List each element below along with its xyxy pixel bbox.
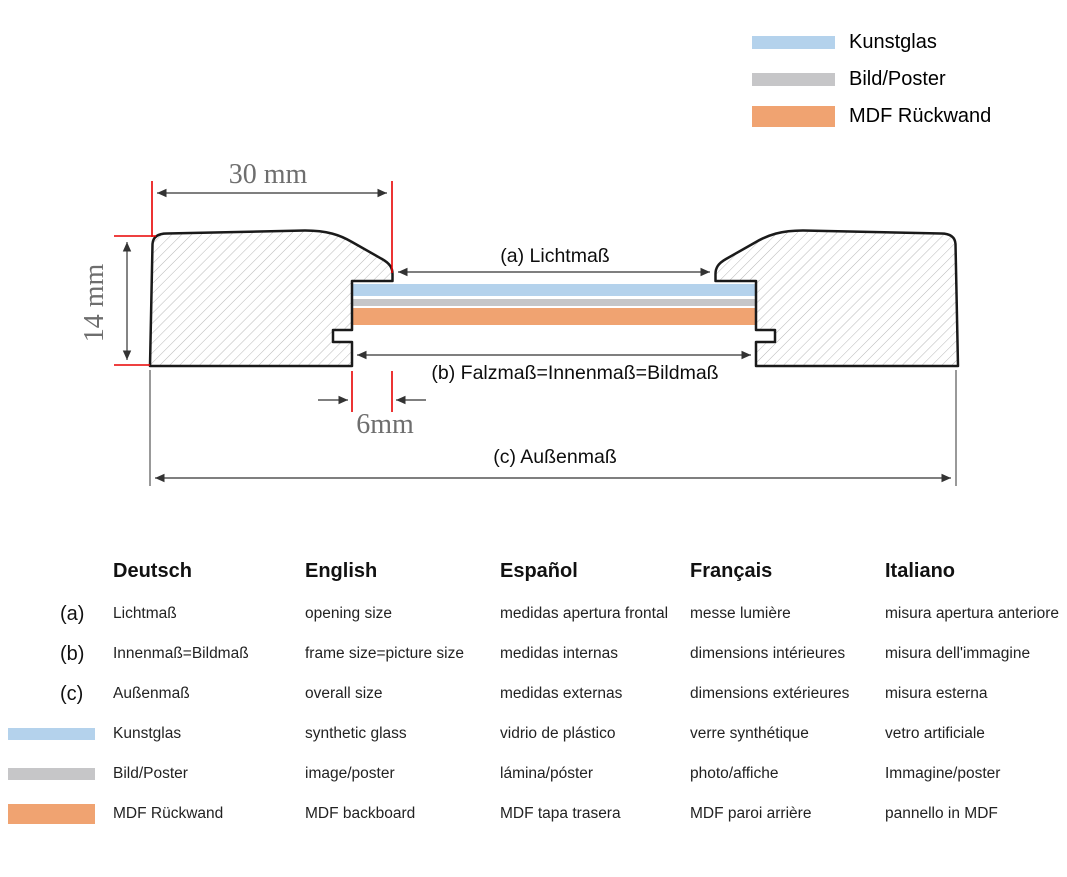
dim-6mm-label: 6mm (356, 409, 414, 440)
row-key-b: (b) (60, 642, 85, 665)
cell-fr: messe lumière (690, 605, 791, 622)
cell-it: pannello in MDF (885, 805, 998, 822)
table-header-row: Deutsch English Español Français Italian… (0, 548, 1067, 594)
cell-it: Immagine/poster (885, 765, 1001, 782)
falzmass-label: (b) Falzmaß=Innenmaß=Bildmaß (431, 362, 719, 384)
frame-cross-section-diagram (114, 181, 960, 486)
legend-label: Kunstglas (849, 30, 937, 53)
legend-item-bild-poster: Bild/Poster (752, 67, 991, 91)
legend-item-mdf: MDF Rückwand (752, 104, 991, 128)
column-header-italiano: Italiano (885, 559, 956, 582)
table-row: Bild/Poster image/poster lámina/póster p… (0, 754, 1067, 794)
kunstglas-layer (350, 284, 758, 296)
dim-30mm-label: 30 mm (228, 159, 308, 190)
cell-it: misura dell'immagine (885, 645, 1031, 662)
column-header-francais: Français (690, 559, 773, 582)
cell-fr: dimensions intérieures (690, 645, 846, 662)
cell-it: misura apertura anteriore (885, 605, 1060, 622)
cell-de: Kunstglas (113, 725, 182, 742)
cell-es: medidas internas (500, 645, 619, 662)
table-row: (c) Außenmaß overall size medidas extern… (0, 674, 1067, 714)
mdf-rueckwand-layer (350, 308, 758, 325)
cell-de: Innenmaß=Bildmaß (113, 645, 249, 662)
table-row: (a) Lichtmaß opening size medidas apertu… (0, 594, 1067, 634)
column-header-deutsch: Deutsch (113, 559, 192, 582)
cell-en: frame size=picture size (305, 645, 464, 662)
legend-label: MDF Rückwand (849, 104, 992, 127)
row-key-c: (c) (60, 682, 84, 705)
mdf-swatch (752, 105, 835, 127)
legend-item-kunstglas: Kunstglas (752, 30, 991, 54)
cell-en: overall size (305, 685, 383, 702)
cell-fr: verre synthétique (690, 725, 809, 742)
bild-poster-swatch (752, 72, 835, 86)
aussenmass-label: (c) Außenmaß (493, 446, 617, 468)
table-row: Kunstglas synthetic glass vidrio de plás… (0, 714, 1067, 754)
cell-de: MDF Rückwand (113, 805, 224, 822)
left-frame-profile (148, 229, 394, 368)
cell-de: Außenmaß (113, 685, 190, 702)
column-header-espanol: Español (500, 559, 578, 582)
cell-fr: MDF paroi arrière (690, 805, 812, 822)
row-key-a: (a) (60, 602, 85, 625)
dim-14mm-label: 14 mm (79, 263, 110, 343)
dimension-arrows (122, 188, 957, 486)
bild-poster-row-swatch (8, 768, 95, 780)
translation-table: Deutsch English Español Français Italian… (0, 548, 1067, 834)
table-row: MDF Rückwand MDF backboard MDF tapa tras… (0, 794, 1067, 834)
cell-de: Lichtmaß (113, 605, 177, 622)
column-header-english: English (305, 559, 378, 582)
cell-en: MDF backboard (305, 805, 416, 822)
cell-de: Bild/Poster (113, 765, 188, 782)
cell-en: image/poster (305, 765, 395, 782)
cell-es: MDF tapa trasera (500, 805, 621, 822)
cell-es: lámina/póster (500, 765, 594, 782)
bild-poster-layer (350, 299, 758, 306)
cell-es: medidas externas (500, 685, 623, 702)
cell-it: misura esterna (885, 685, 988, 702)
cell-fr: dimensions extérieures (690, 685, 850, 702)
cell-es: medidas apertura frontal (500, 605, 669, 622)
legend-label: Bild/Poster (849, 67, 946, 90)
legend: Kunstglas Bild/Poster MDF Rückwand (752, 30, 991, 141)
table-row: (b) Innenmaß=Bildmaß frame size=picture … (0, 634, 1067, 674)
mdf-row-swatch (8, 804, 95, 824)
lichtmass-label: (a) Lichtmaß (500, 245, 610, 267)
cell-it: vetro artificiale (885, 725, 985, 742)
red-extension-lines (114, 181, 393, 412)
kunstglas-swatch (752, 35, 835, 49)
cell-fr: photo/affiche (690, 765, 779, 782)
cell-en: synthetic glass (305, 725, 407, 742)
cell-en: opening size (305, 605, 393, 622)
right-frame-profile (714, 229, 960, 368)
kunstglas-row-swatch (8, 728, 95, 740)
cell-es: vidrio de plástico (500, 725, 616, 742)
